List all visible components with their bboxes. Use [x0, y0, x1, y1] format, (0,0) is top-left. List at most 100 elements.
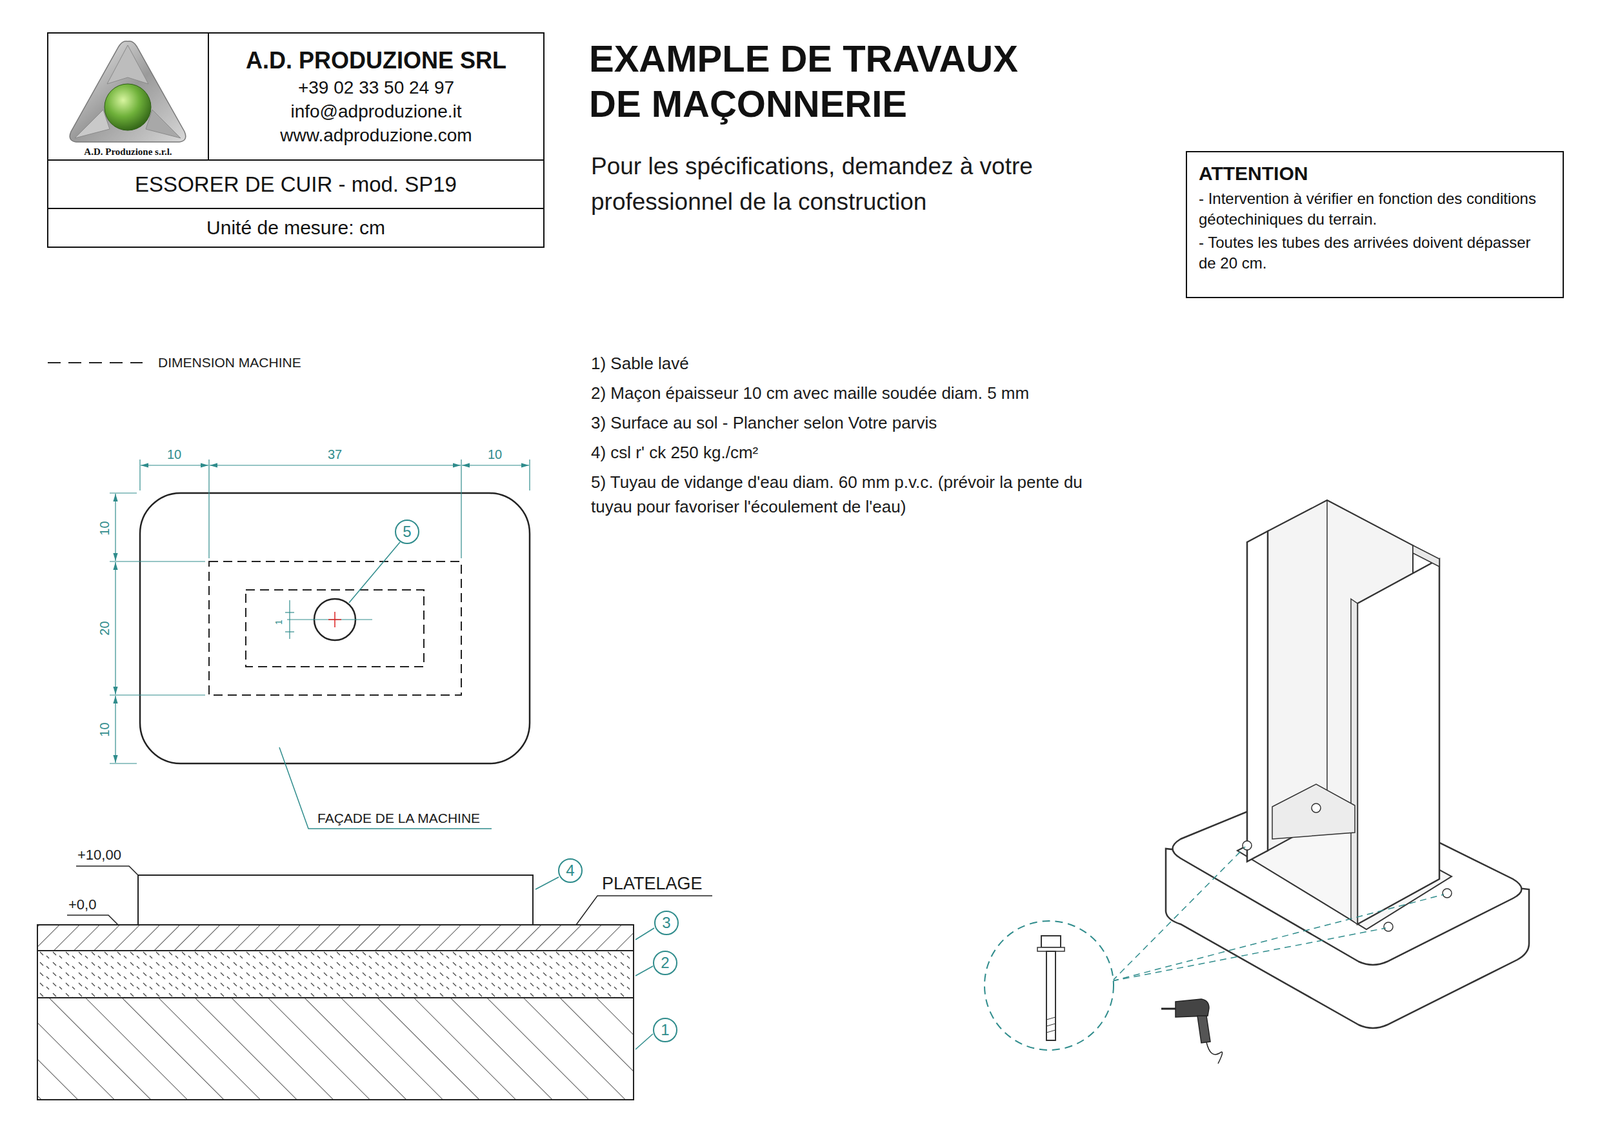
extension-line — [139, 459, 140, 491]
extension-line — [529, 459, 530, 491]
detail-leader — [1112, 927, 1386, 981]
bolt-thread — [1046, 1016, 1056, 1020]
level-leader — [67, 914, 119, 925]
bolt-thread — [1046, 1029, 1056, 1033]
detail-leader — [1112, 894, 1444, 981]
callout-number: 2 — [660, 954, 670, 971]
drill-body — [1175, 998, 1210, 1017]
leader-line — [635, 927, 655, 940]
logo-cell: A.D. Produzione s.r.l. — [47, 32, 209, 160]
leader-line — [279, 747, 492, 829]
dimension-tick — [285, 630, 295, 632]
bolt-thread — [1046, 1023, 1056, 1026]
center-mark — [334, 611, 336, 628]
concrete-plinth — [138, 874, 533, 925]
title-block-rule — [207, 32, 210, 160]
legend-text: DIMENSION MACHINE — [158, 354, 302, 371]
callout-number: 5 — [402, 523, 411, 540]
cell-text: ESSORER DE CUIR - mod. SP19 — [134, 171, 457, 198]
detail-circle — [984, 920, 1114, 1050]
concrete-layer — [37, 950, 634, 998]
bolt-hole — [1383, 921, 1393, 931]
logo-sphere — [104, 83, 151, 131]
dimension-value: 10 — [487, 447, 502, 462]
spec-note: 1) Sable lavé — [590, 350, 1120, 376]
logo-facet — [74, 109, 110, 139]
level-mark: +10,00 — [77, 846, 122, 863]
logo-triangle — [69, 41, 186, 142]
facade-label: FAÇADE DE LA MACHINE — [317, 810, 480, 826]
extension-line — [109, 492, 137, 493]
legend-row: DIMENSION MACHINE — [158, 354, 302, 371]
company-name: A.D. PRODUZIONE SRL — [245, 45, 507, 76]
sheet-title: EXAMPLE DE TRAVAUX DE MAÇONNERIE — [589, 36, 1054, 127]
cell-text: Unité de mesure: cm — [206, 216, 386, 240]
extension-line — [208, 459, 210, 559]
leader-line — [349, 541, 400, 603]
dimension-line — [114, 493, 116, 561]
level-leader — [76, 865, 139, 875]
leader-line — [635, 965, 653, 976]
dimension-tick — [285, 611, 295, 613]
anchor-bolt-head — [1041, 935, 1061, 948]
title-block-rule — [47, 159, 544, 161]
logo-facet — [145, 109, 181, 139]
drill-bit — [1161, 1007, 1176, 1010]
level-mark: +0,0 — [68, 896, 97, 913]
dimension-value: 20 — [97, 620, 113, 635]
foundation-outline — [140, 492, 530, 764]
sand-layer — [37, 997, 634, 1100]
section-frame — [37, 924, 634, 1100]
attention-note: - Intervention à vérifier en fonction de… — [1198, 188, 1551, 230]
dimension-value: 10 — [167, 447, 182, 462]
detail-leader — [1112, 846, 1246, 981]
dimension-line — [461, 464, 530, 466]
column-flange — [1350, 598, 1358, 924]
spec-note: 2) Maçon épaisseur 10 cm avec maille sou… — [590, 380, 1120, 406]
legend-dashed-sample — [47, 361, 143, 364]
inner-plate — [1272, 783, 1355, 839]
leader-line — [535, 876, 559, 890]
attention-heading: ATTENTION — [1198, 161, 1551, 186]
model-cell: ESSORER DE CUIR - mod. SP19 — [47, 160, 544, 209]
spec-note: 3) Surface au sol - Plancher selon Votre… — [590, 410, 1120, 435]
dimension-line — [289, 600, 290, 639]
dimension-value: 1 — [273, 619, 284, 625]
extension-line — [109, 694, 206, 695]
machine-base-dimension — [245, 589, 424, 667]
bolt-hole — [1311, 803, 1321, 813]
leader-line — [635, 1033, 653, 1050]
layer-boundary — [37, 996, 634, 999]
logo-facet — [107, 45, 149, 84]
column-right-panel — [1357, 558, 1440, 924]
anchor-bolt-shaft — [1046, 950, 1056, 1040]
logo-caption: A.D. Produzione s.r.l. — [83, 145, 172, 158]
dimension-value: 10 — [97, 721, 113, 737]
unit-cell: Unité de mesure: cm — [47, 208, 544, 248]
callout-number: 3 — [661, 914, 671, 931]
callout-circle: 2 — [652, 950, 678, 975]
title-block-frame — [47, 32, 544, 248]
callout-number: 1 — [660, 1021, 670, 1038]
contact-line: +39 02 33 50 24 97 — [298, 75, 455, 100]
center-line — [287, 619, 373, 620]
callout-circle: 3 — [654, 910, 679, 935]
spec-note: 4) csl r' ck 250 kg./cm² — [590, 440, 1120, 465]
dimension-value: 37 — [327, 447, 342, 462]
callout-circle: 5 — [394, 519, 420, 544]
drill-cable — [1206, 1041, 1223, 1064]
subtitle: Pour les spécifications, demandez à votr… — [590, 148, 1120, 220]
title-block-rule — [47, 207, 544, 210]
column-left-panel — [1247, 530, 1268, 862]
company-cell: A.D. PRODUZIONE SRL+39 02 33 50 24 97inf… — [208, 32, 544, 160]
column-flange — [1412, 545, 1440, 567]
extension-line — [109, 762, 137, 764]
column-edge — [1326, 500, 1328, 819]
attention-note: - Toutes les tubes des arrivées doivent … — [1198, 232, 1551, 274]
leader-line — [576, 895, 713, 925]
dimension-line — [114, 561, 116, 695]
extension-line — [109, 560, 206, 562]
contact-line: info@adproduzione.it — [290, 99, 462, 124]
dimension-line — [209, 464, 461, 466]
